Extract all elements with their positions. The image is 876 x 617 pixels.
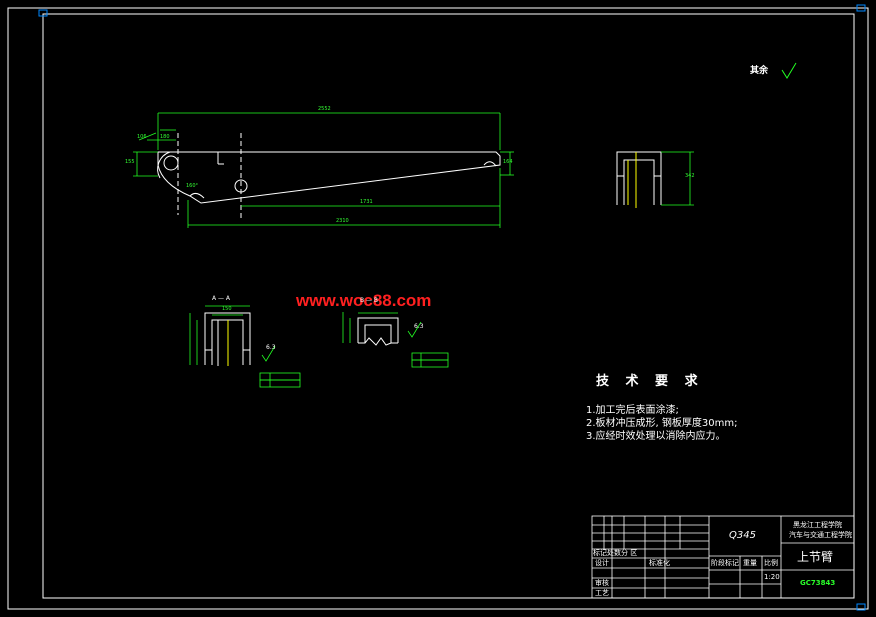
section-b-inner: [364, 324, 392, 343]
school-line-2: 汽车与交通工程学院: [789, 531, 852, 539]
tb-design-label: 设计: [595, 559, 609, 567]
arm-left-arc: [189, 192, 205, 199]
tb-review-label: 审核: [595, 579, 609, 587]
dim-left-width: 106: [137, 134, 147, 140]
u-channel-inner: [623, 159, 655, 205]
section-c-dimension: [661, 151, 694, 206]
roughness-symbol-icon: [781, 62, 797, 79]
tb-stage-label: 阶段标记: [711, 559, 739, 567]
roughness-a-value: 6.3: [266, 344, 276, 351]
section-b-outer: [357, 317, 399, 343]
school-line-1: 黑龙江工程学院: [793, 521, 842, 529]
dim-overall-top: 2552: [318, 106, 331, 112]
tech-requirement-2: 2.板材冲压成形, 钢板厚度30mm;: [586, 418, 738, 429]
material-value: Q345: [729, 530, 756, 541]
section-a-dimensions: [189, 305, 301, 388]
section-b-view[interactable]: [357, 317, 399, 346]
arm-left-boss: [157, 151, 171, 179]
tb-process-label: 工艺: [595, 589, 609, 597]
tech-requirement-3: 3.应经时效处理以消除内应力。: [586, 431, 726, 442]
grip-top-right[interactable]: [856, 4, 866, 12]
section-a-label: A — A: [212, 295, 231, 302]
pin-hole-left: [163, 155, 179, 171]
tb-scale-value: 1:20: [764, 573, 780, 581]
grip-bottom-right[interactable]: [856, 603, 866, 611]
dim-hole-width: 150: [222, 306, 232, 312]
tb-revision-label: 标记处数分 区: [593, 549, 638, 557]
title-block: [591, 515, 855, 599]
arm-outline: [157, 151, 501, 204]
section-a-outer: [204, 312, 251, 365]
dim-angle: 160°: [186, 183, 199, 189]
tech-requirements-title: 技 术 要 求: [596, 374, 704, 389]
section-b-label: B — B: [360, 297, 379, 304]
part-name: 上节臂: [797, 550, 834, 564]
u-channel-outer: [616, 151, 662, 205]
sheet-outer-frame: [7, 7, 869, 610]
arm-right-end: [483, 161, 497, 167]
dim-inner-length: 1731: [360, 199, 373, 205]
tb-standard-label: 标准化: [649, 559, 670, 567]
dim-section-c-height: 342: [685, 173, 695, 179]
section-c-view[interactable]: [616, 151, 662, 208]
section-a-view[interactable]: [204, 312, 251, 366]
roughness-b-value: 6.3: [414, 323, 424, 330]
surface-finish-note: 其余: [750, 66, 769, 76]
grip-top-left[interactable]: [38, 9, 48, 17]
sheet-inner-frame: [42, 13, 855, 599]
tech-requirement-1: 1.加工完后表面涂漆;: [586, 405, 679, 416]
dim-bottom-length: 2310: [336, 218, 349, 224]
drawing-number: GC73843: [800, 579, 836, 587]
watermark-text: www.woc88.com: [296, 291, 432, 310]
section-b-dimensions: [342, 312, 449, 368]
tb-scale-label: 比例: [764, 559, 778, 567]
dim-left-offset: 180: [160, 134, 170, 140]
tb-weight-label: 重量: [743, 559, 757, 567]
main-arm-view[interactable]: [157, 133, 501, 220]
main-arm-dimensions: [133, 112, 514, 228]
dim-left-small: 155: [125, 159, 135, 165]
dim-right-height: 164: [503, 159, 513, 165]
